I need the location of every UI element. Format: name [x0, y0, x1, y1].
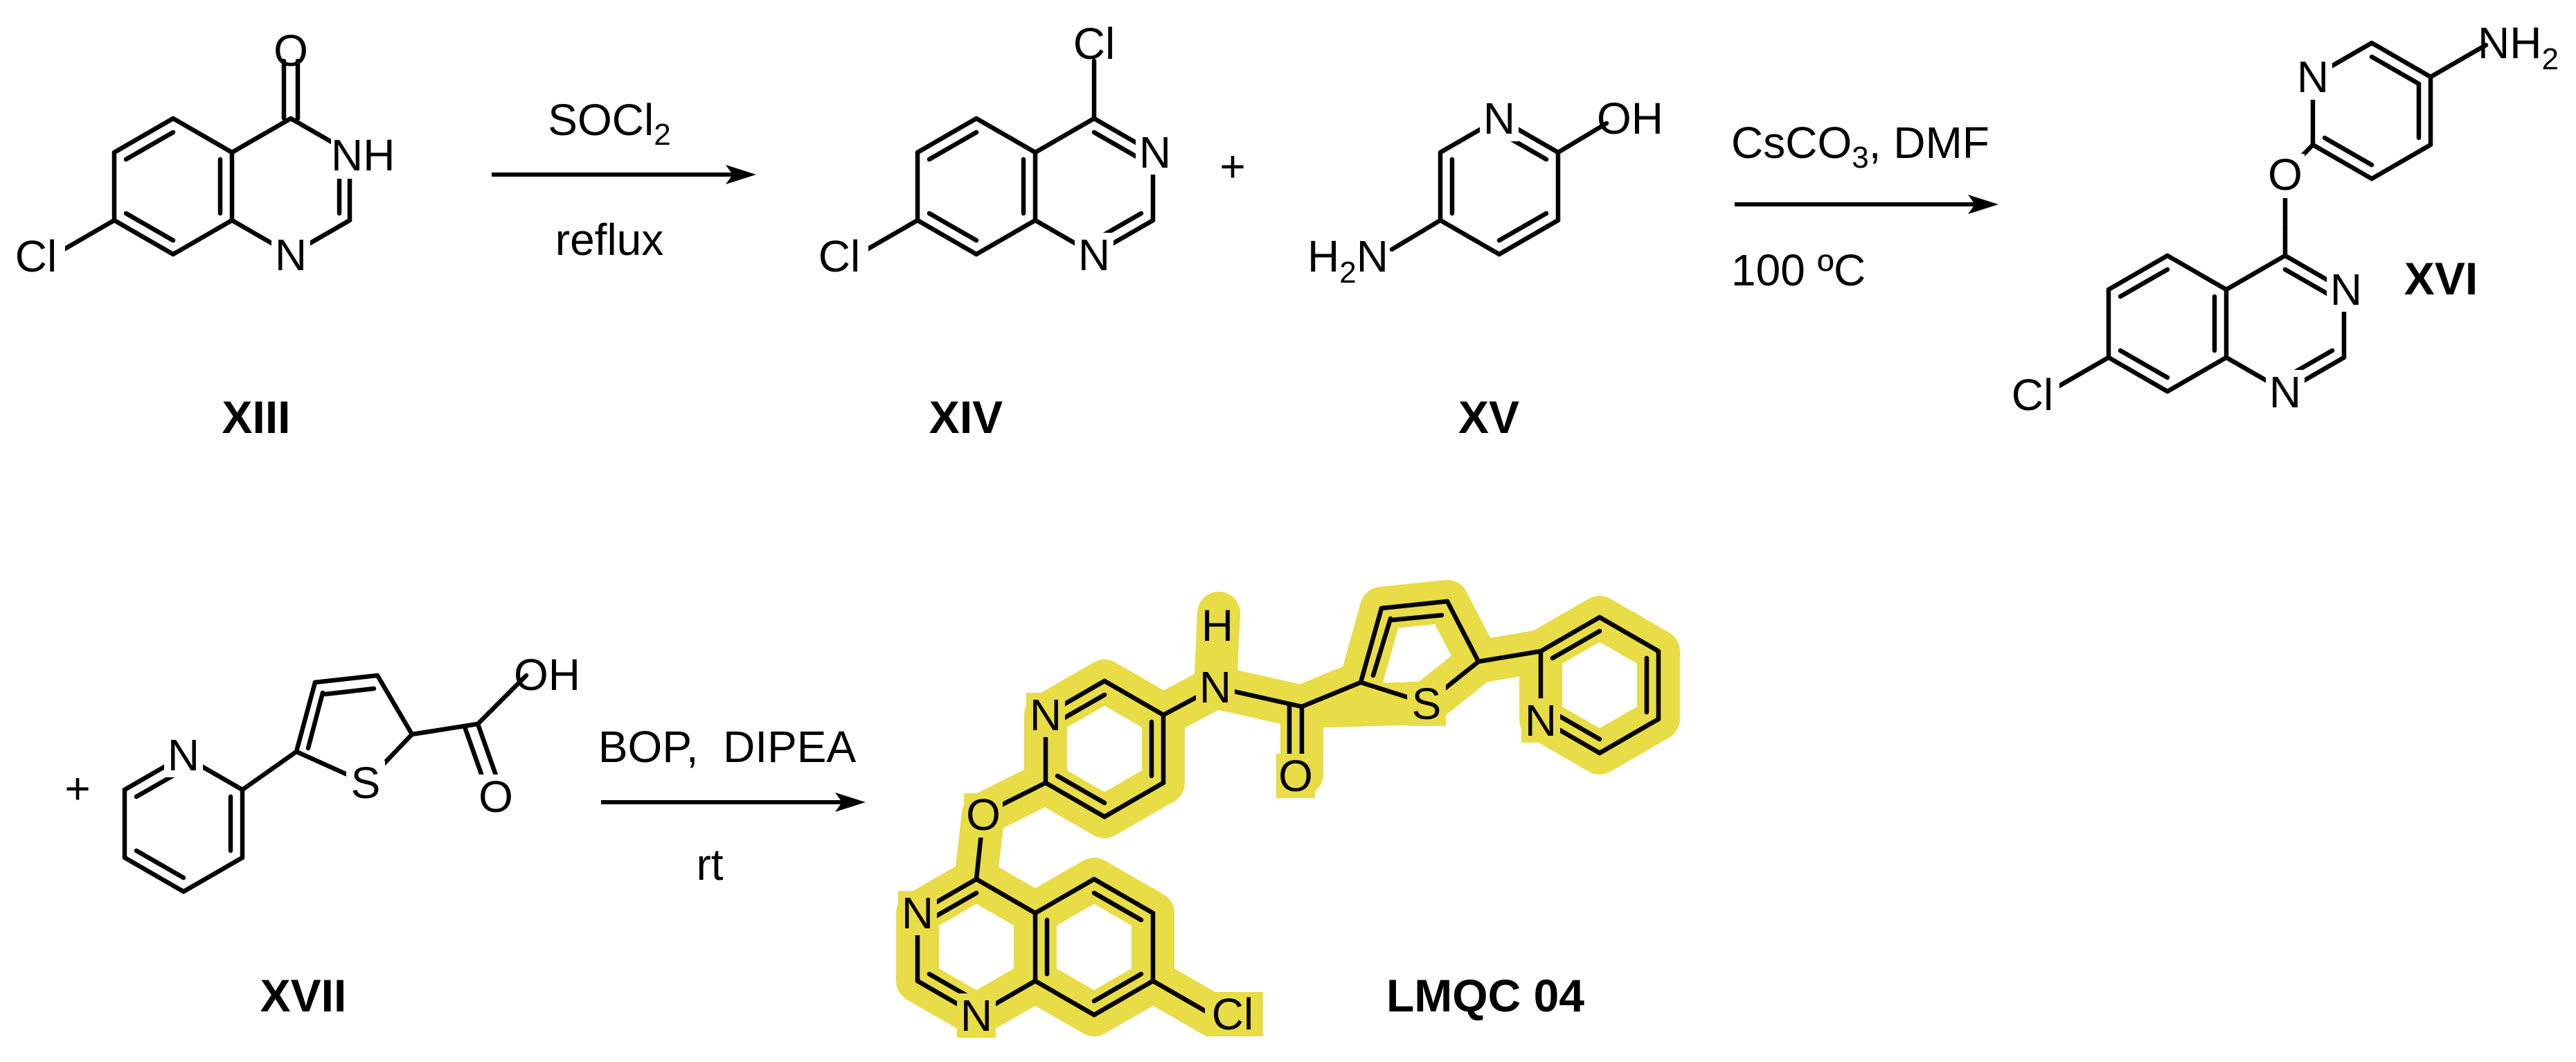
condition-100c: 100 ºC [1731, 245, 1866, 295]
xiv-chlorine: Cl [819, 231, 860, 281]
xiii-oxygen: O [274, 26, 308, 76]
xvii-sulfur: S [351, 758, 381, 808]
plus-sign-2: + [64, 763, 90, 813]
lmqc04-carbonyl-oxygen: O [1278, 751, 1313, 801]
xv-label: XV [1458, 391, 1519, 443]
xvii-label: XVII [260, 970, 347, 1021]
xiv-nitrogen-1: N [1139, 127, 1171, 177]
lmqc04-ether-oxygen: O [966, 790, 1001, 840]
xiv-nitrogen-2: N [1078, 230, 1110, 280]
xvii-nitrogen: N [168, 730, 199, 780]
lmqc04-pyridine1-nitrogen: N [1030, 690, 1062, 740]
xv-hydroxyl: OH [1597, 94, 1663, 143]
plus-sign-1: + [1219, 141, 1245, 191]
condition-reflux: reflux [555, 215, 664, 265]
xvi-chlorine: Cl [2012, 370, 2053, 420]
lmqc04-label: LMQC 04 [1386, 970, 1584, 1021]
xiii-chlorine: Cl [15, 231, 57, 281]
lmqc04-highlight [896, 580, 1680, 1036]
xiv-chlorine-top: Cl [1073, 19, 1115, 69]
xvii-hydroxyl: OH [514, 650, 580, 700]
reaction-arrow-1: SOCl2 reflux [492, 95, 756, 265]
xiii-nitrogen: N [275, 230, 307, 280]
xvi-nitrogen-2: N [2269, 367, 2301, 417]
lmqc04-quinazoline-nitrogen-1: N [902, 888, 933, 938]
xvii-oxygen: O [478, 772, 513, 822]
compound-xvii: N S OH O XVII [122, 650, 580, 1021]
compound-lmqc04: H N O S N N O N N Cl LMQC 04 [896, 580, 1680, 1041]
reagent-socl2: SOCl2 [548, 95, 670, 152]
compound-xiv: Cl N N Cl XIV [810, 19, 1177, 443]
xiv-label: XIV [929, 391, 1003, 443]
reagent-bop-dipea: BOP, DIPEA [598, 722, 857, 772]
lmqc04-amide-nitrogen: N [1199, 662, 1231, 712]
xvi-ether-oxygen: O [2268, 150, 2302, 200]
lmqc04-pyridine2-nitrogen: N [1525, 696, 1557, 745]
reaction-arrow-2: CsCO3, DMF 100 ºC [1731, 118, 1998, 295]
xvi-label: XVI [2404, 253, 2478, 304]
lmqc04-quinazoline-nitrogen-2: N [960, 991, 992, 1041]
compound-xvi: N NH2 O N N Cl XVI [2001, 18, 2559, 420]
xv-nitrogen: N [1483, 94, 1515, 143]
reaction-arrow-3: BOP, DIPEA rt [598, 722, 866, 890]
compound-xv: N OH H2N XV [1307, 94, 1663, 443]
lmqc04-chlorine: Cl [1212, 989, 1253, 1039]
lmqc04-amide-h: H [1201, 601, 1233, 651]
xiii-label: XIII [222, 391, 290, 443]
xvi-pyridine-nitrogen: N [2297, 52, 2329, 102]
lmqc04-sulfur: S [1412, 679, 1442, 729]
xiii-nh: NH [331, 130, 395, 180]
compound-xiii: O NH N Cl XIII [7, 26, 400, 443]
condition-rt: rt [696, 840, 723, 890]
xv-amine: H2N [1307, 231, 1388, 290]
xvi-amine: NH2 [2478, 18, 2559, 76]
xvi-nitrogen-1: N [2330, 265, 2362, 315]
reagent-csco3-dmf: CsCO3, DMF [1731, 118, 1989, 175]
